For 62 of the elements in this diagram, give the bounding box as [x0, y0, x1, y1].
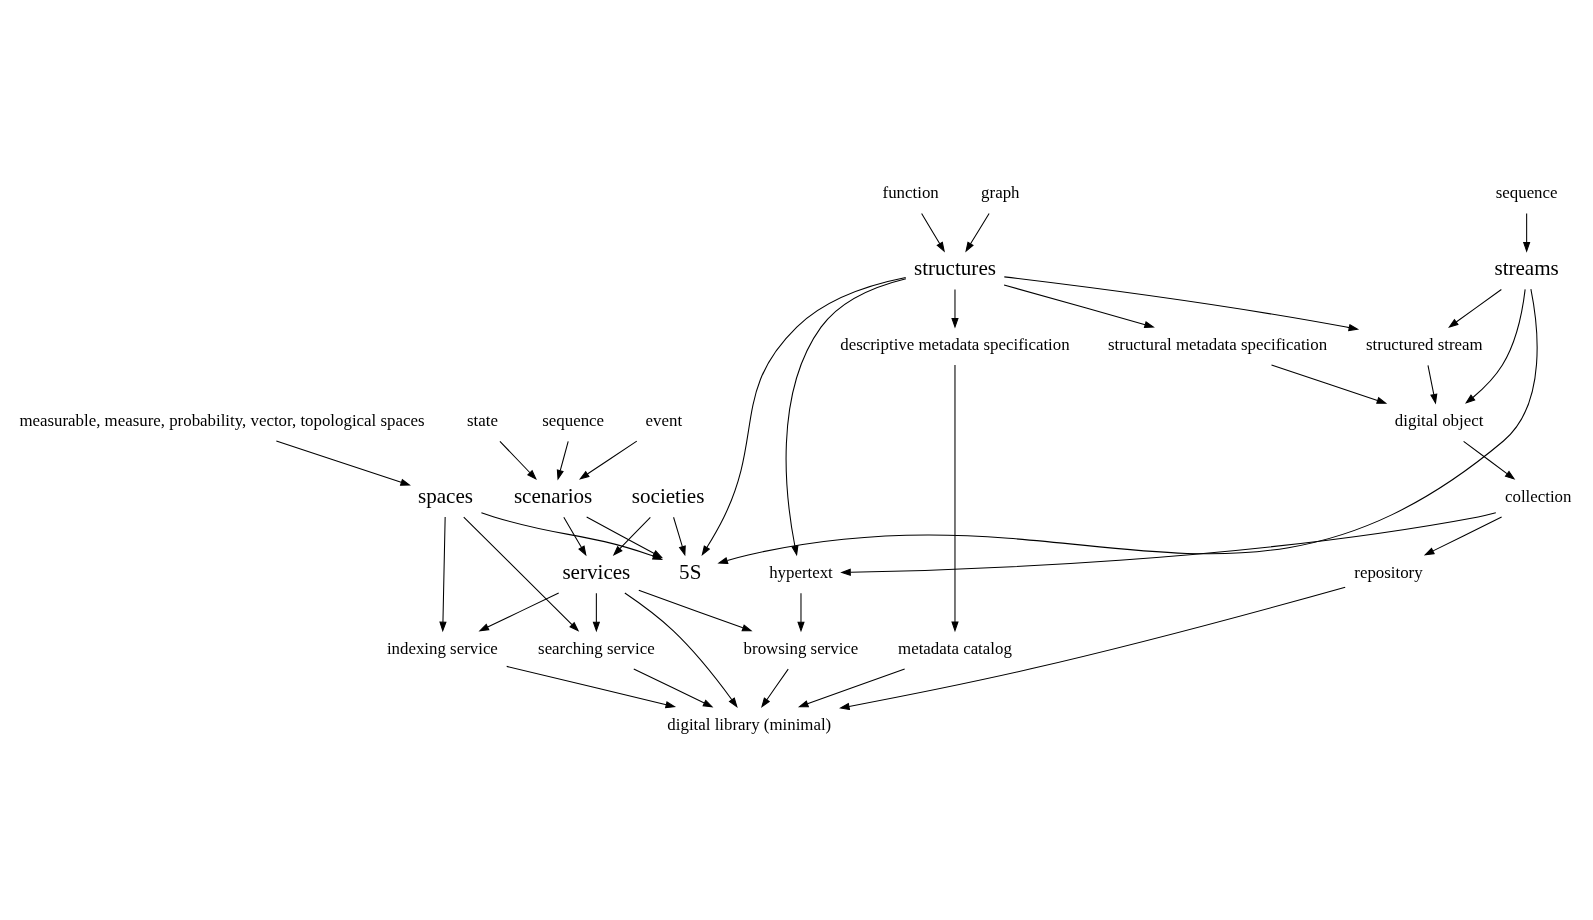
node-text: 5S: [679, 560, 702, 585]
arrow: [797, 592, 805, 633]
node-text: structured stream: [1366, 335, 1483, 355]
arrow: [951, 364, 959, 633]
arrow: [1423, 516, 1503, 556]
arrow: [275, 440, 411, 486]
arrow: [701, 277, 907, 557]
arrow: [717, 288, 1538, 564]
arrow: [499, 440, 537, 481]
node-text: scenarios: [513, 484, 593, 509]
node-text: spaces: [418, 484, 474, 509]
node-text: graph: [981, 183, 1020, 203]
arrow: [1448, 288, 1502, 328]
node-text: digital library (minimal): [667, 714, 832, 734]
node-text: hypertext: [769, 562, 833, 582]
arrow: [592, 592, 601, 633]
arrow: [563, 516, 587, 557]
node-text: function: [882, 183, 939, 203]
arrow: [673, 516, 686, 557]
arrow: [556, 440, 569, 481]
arrow: [1003, 276, 1360, 332]
node-text: browsing service: [743, 638, 859, 658]
arrow: [633, 668, 714, 708]
arrow: [840, 512, 1497, 576]
arrow: [1522, 213, 1531, 253]
arrow: [1270, 364, 1388, 404]
arrow: [506, 665, 677, 709]
node-text: services: [562, 560, 631, 585]
arrow: [624, 592, 738, 708]
node-text: metadata catalog: [898, 638, 1012, 658]
node-text: state: [467, 411, 498, 431]
arrow: [785, 278, 907, 557]
arrow: [463, 516, 580, 632]
node-text: repository: [1354, 562, 1423, 582]
arrow: [965, 213, 990, 253]
arrow: [1427, 364, 1438, 405]
arrow: [612, 516, 651, 556]
arrow: [951, 288, 959, 329]
arrow: [761, 668, 789, 708]
node-text: indexing service: [386, 638, 498, 658]
node-text: descriptive metadata specification: [840, 335, 1070, 355]
node-text: event: [645, 411, 683, 431]
node-text: measurable, measure, probability, vector, topological spaces: [19, 411, 425, 431]
node-text: digital object: [1394, 411, 1484, 431]
node-text: structures: [914, 256, 996, 281]
node-text: sequence: [1495, 183, 1558, 203]
arrow: [638, 589, 753, 632]
node-text: searching service: [538, 638, 655, 658]
arrow: [579, 440, 638, 480]
arrow: [921, 213, 945, 253]
arrow: [1463, 440, 1516, 480]
node-text: collection: [1505, 486, 1572, 506]
node-text: streams: [1494, 256, 1559, 281]
arrow: [797, 668, 906, 708]
arrow: [478, 592, 560, 632]
node-text: structural metadata specification: [1108, 335, 1328, 355]
arrow: [1003, 284, 1155, 329]
arrow: [1465, 288, 1526, 404]
arrow: [839, 586, 1346, 711]
node-text: sequence: [542, 411, 605, 431]
node-text: societies: [631, 484, 705, 509]
arrow: [439, 516, 447, 633]
